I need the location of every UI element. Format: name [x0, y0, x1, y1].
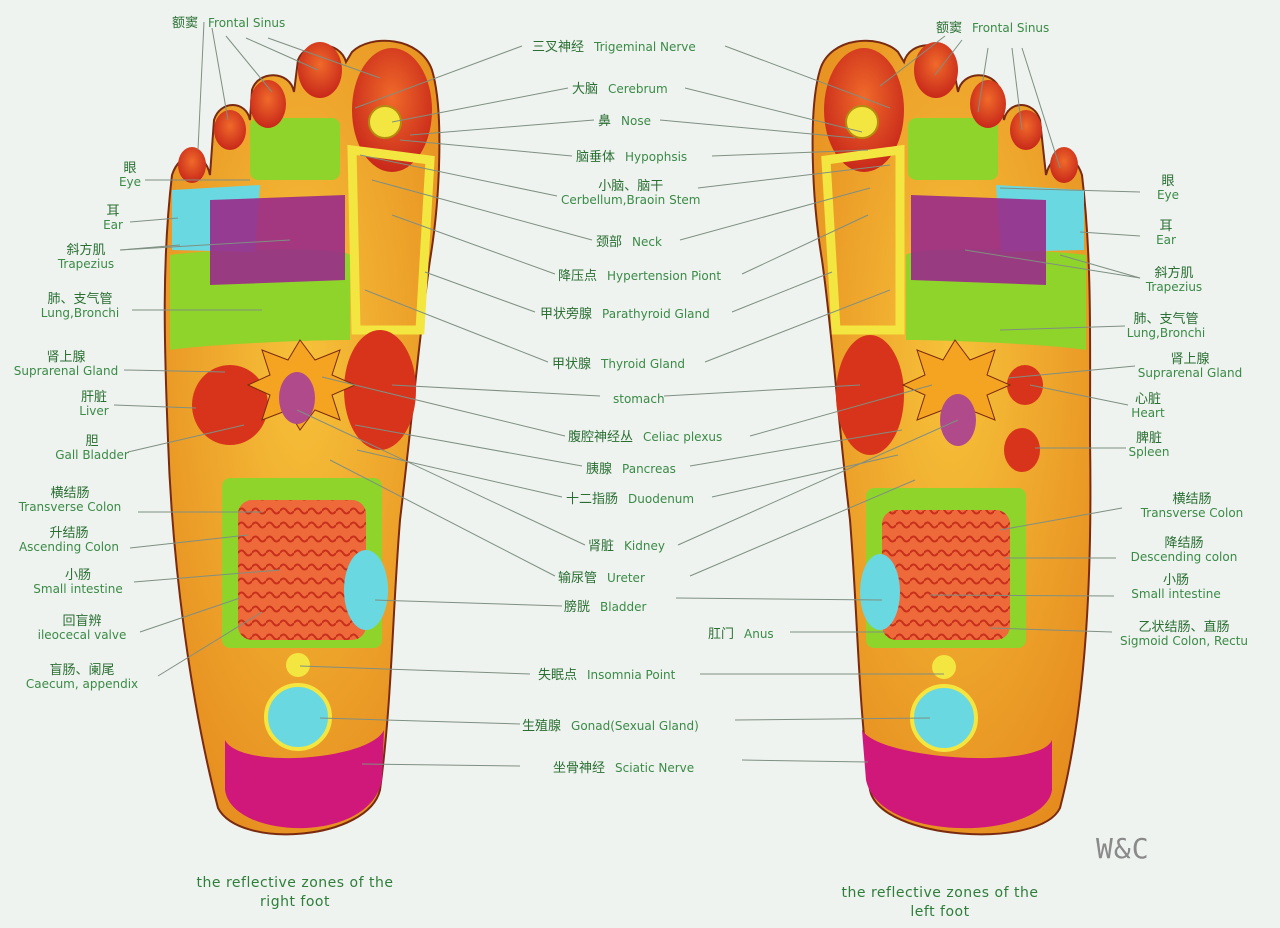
caption-right-foot: the reflective zones of the right foot [170, 874, 420, 912]
right-toe-base-green [250, 118, 340, 180]
caption-left-foot-line1: the reflective zones of the [841, 885, 1039, 901]
left-foot [811, 39, 1092, 836]
right-brain-spot [368, 105, 402, 139]
caption-left-foot: the reflective zones of the left foot [815, 884, 1065, 922]
watermark-logo: W&C [1096, 832, 1150, 865]
caption-right-foot-line2: right foot [260, 893, 330, 910]
left-toe-3 [970, 80, 1006, 128]
right-toe-3 [250, 80, 286, 128]
left-purple-zone [911, 195, 1046, 285]
left-intestine [882, 510, 1010, 640]
leader-lines [113, 21, 1141, 767]
right-purple-zone [210, 195, 345, 285]
right-foot [163, 39, 441, 836]
left-toe-2 [914, 42, 958, 98]
left-toe-5 [1050, 147, 1078, 183]
right-gonad [264, 683, 332, 751]
caption-left-foot-line2: left foot [910, 903, 970, 920]
left-toe-4 [1010, 110, 1042, 150]
right-heel [225, 730, 384, 829]
left-yellow-strip [821, 144, 905, 335]
right-liver [192, 365, 268, 445]
left-red-organ [836, 335, 904, 455]
left-insomnia-point [932, 655, 956, 679]
center-label-stomach: stomach [613, 392, 665, 406]
left-toe-base-green [908, 118, 998, 180]
right-toe-2 [298, 42, 342, 98]
right-toe-4 [214, 110, 246, 150]
right-insomnia-point [286, 653, 310, 677]
right-yellow-strip [347, 144, 435, 335]
left-heel [862, 730, 1052, 829]
left-brain-spot [845, 105, 879, 139]
left-spleen [1004, 428, 1040, 472]
right-red-organ [344, 330, 416, 450]
left-heart [1007, 365, 1043, 405]
right-toe-5 [178, 147, 206, 183]
left-bladder [860, 554, 900, 630]
right-intestine [238, 500, 366, 640]
right-bladder [344, 550, 388, 630]
right-kidney [279, 372, 315, 424]
caption-right-foot-line1: the reflective zones of the [196, 875, 394, 891]
